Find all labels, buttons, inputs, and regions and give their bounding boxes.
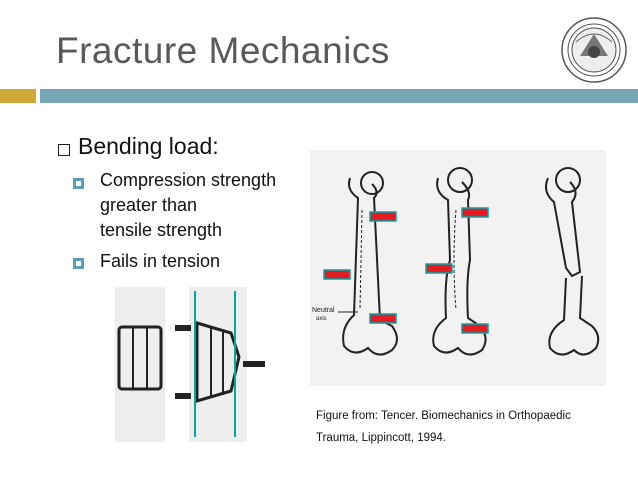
arrow-icon (369, 313, 397, 324)
arrow-icon (425, 263, 453, 274)
arrow-icon (461, 323, 489, 334)
filled-square-icon (73, 178, 84, 189)
slide-title: Fracture Mechanics (56, 30, 390, 71)
arrow-icon (461, 207, 489, 218)
teal-tension-lines (194, 291, 236, 437)
femur-bending-figure: Neutral axis (310, 150, 606, 386)
block-bending-figure (115, 287, 265, 442)
figure-caption: Figure from: Tencer. Biomechanics in Ort… (316, 405, 571, 449)
caption-line: Trauma, Lippincott, 1994. (316, 432, 446, 444)
sub-bullet-fails-in-tension: Fails in tension (100, 251, 221, 271)
sub-bullet-line: greater than (100, 195, 198, 215)
bullet-text-bending-load: Bending load: (78, 133, 219, 159)
filled-square-icon (73, 258, 84, 269)
caption-line: Figure from: Tencer. Biomechanics in Ort… (316, 410, 571, 422)
femur-straight (342, 171, 398, 356)
band-accent-gold (0, 89, 36, 103)
neutral-label: Neutral (312, 307, 335, 314)
arrow-icon (323, 269, 351, 280)
sub-bullet-line: tensile strength (100, 220, 223, 240)
university-seal-icon (561, 17, 627, 83)
arrow-icon (175, 325, 191, 331)
arrow-icon (243, 361, 265, 367)
block-unloaded (117, 325, 163, 391)
femur-fractured (545, 167, 600, 356)
axis-label: axis (316, 316, 327, 322)
arrow-icon (175, 393, 191, 399)
sub-bullet-compression: Compression strength greater than tensil… (100, 168, 320, 243)
red-force-arrows (323, 207, 489, 334)
sub-bullet-line: Compression strength (100, 170, 277, 190)
hollow-square-icon (58, 144, 70, 156)
band-accent-teal (40, 89, 638, 103)
black-arrows (175, 325, 265, 399)
arrow-icon (369, 211, 397, 222)
